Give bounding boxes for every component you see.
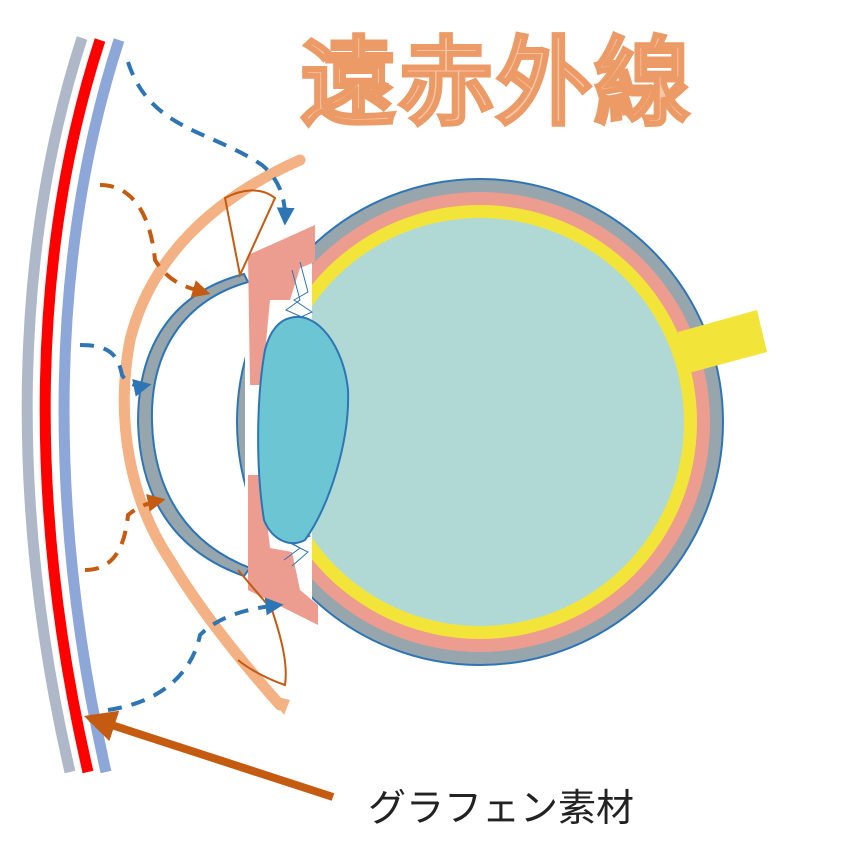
fir-arrow-orange-lower [84, 493, 166, 572]
graphene-layers [21, 36, 125, 774]
eyelid-edge-lower [237, 569, 287, 687]
fir-arrow-orange-upper [99, 183, 211, 298]
eyeball [136, 178, 767, 666]
fir-arrow-blue-middle [79, 343, 152, 397]
graphene-pointer-arrow [83, 710, 335, 801]
fir-arrow-blue-top [126, 61, 295, 226]
iris-upper [248, 225, 315, 385]
graphene-material-label: グラフェン素材 [368, 786, 635, 830]
fir-arrow-blue-bottom [107, 597, 284, 712]
vitreous-body [276, 218, 684, 626]
far-infrared-arrows [79, 61, 295, 712]
eyelid-lower [164, 554, 286, 711]
graphene-layer-blue [58, 38, 125, 774]
optic-nerve [678, 310, 767, 374]
eyelid-tip [270, 695, 290, 715]
title-far-infrared: 遠赤外線 [299, 26, 692, 141]
eyelid-edge-upper [223, 189, 277, 279]
lens [257, 315, 350, 545]
cornea-inner [151, 281, 251, 569]
graphene-layer-red [39, 38, 106, 774]
graphene-layer-gray [21, 36, 88, 774]
